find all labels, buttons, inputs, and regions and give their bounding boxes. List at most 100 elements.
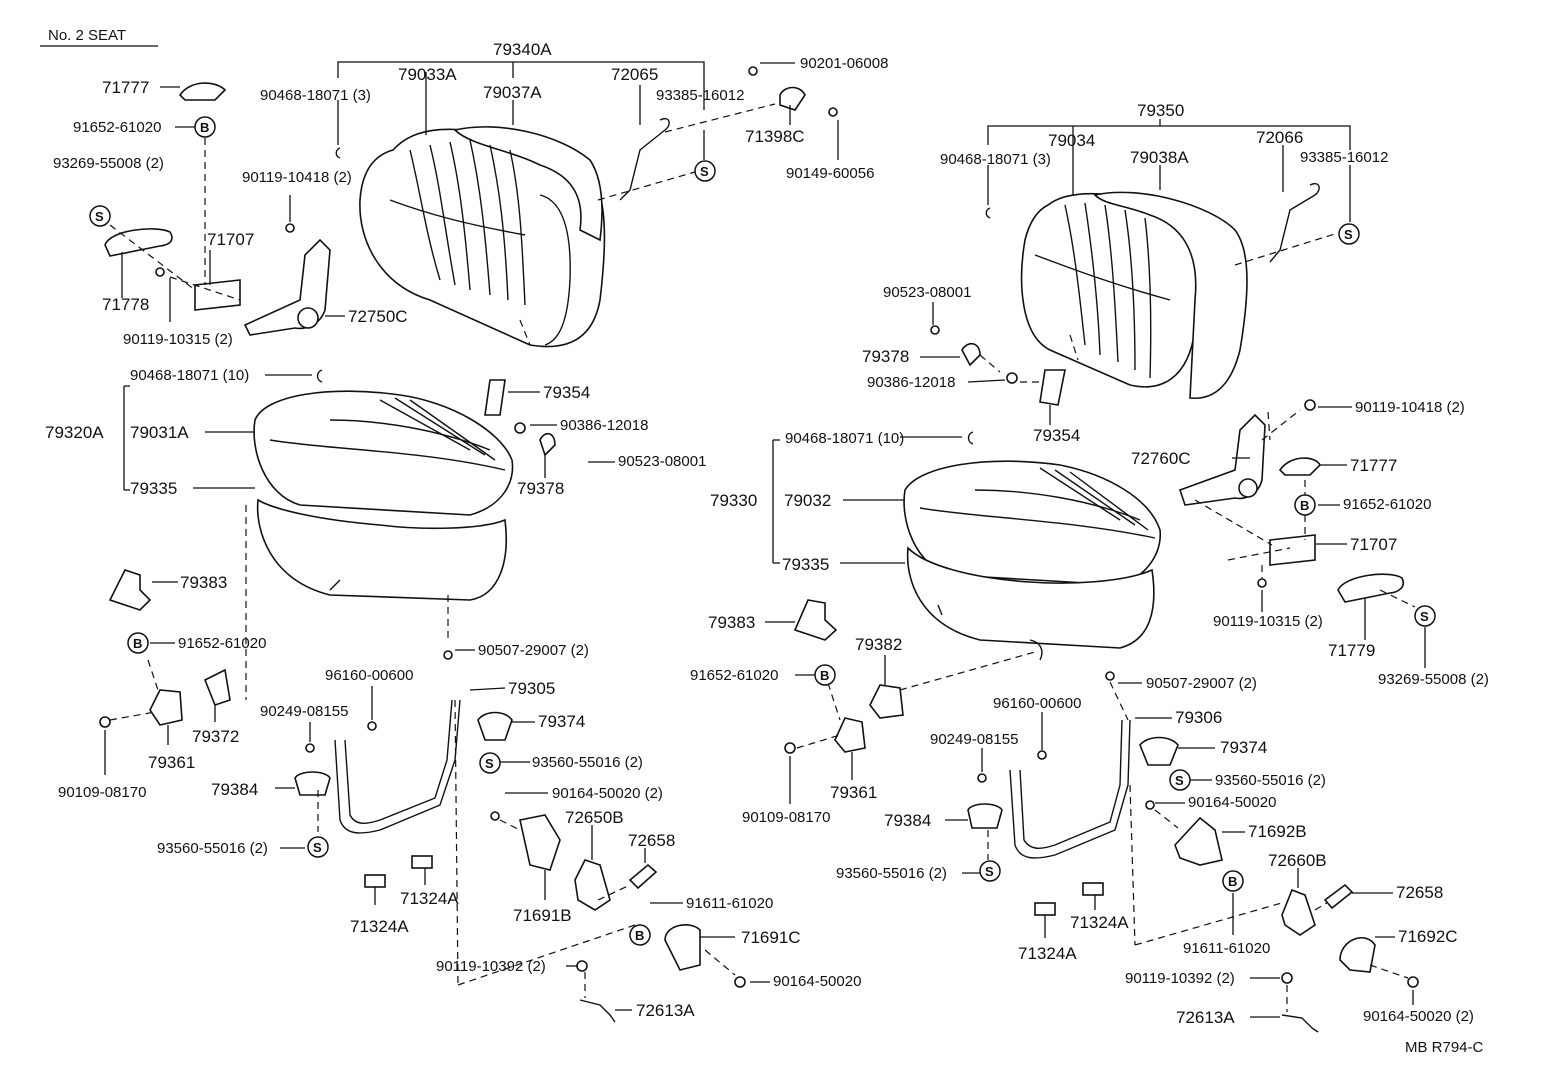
left-lock-cover-shape [519, 814, 561, 871]
right-hinge-shape [1269, 534, 1316, 566]
left-retainer-screw-label: 93560-55016 (2) [532, 754, 643, 771]
left-pin-c-label: 91611-61020 [686, 895, 773, 912]
left-cushion-cover-label: 79031A [130, 423, 189, 442]
right-pad-a-shape [1034, 902, 1056, 916]
left-symbol-s-hinge: S [89, 205, 111, 227]
svg-text:B: B [820, 668, 829, 683]
left-hinge-shape [194, 279, 241, 311]
left-hinge-bracket-shape [149, 689, 183, 726]
left-bracket-bolt-label: 90149-60056 [786, 165, 874, 182]
left-hinge-label: 71707 [207, 230, 254, 249]
right-hinge-cover-label: 71777 [1350, 456, 1397, 475]
left-backrest [359, 126, 606, 348]
right-lock-cover-label: 71692B [1248, 822, 1307, 841]
right-symbol-b-lock: B [1222, 870, 1244, 892]
left-bracket-plate-shape [779, 86, 806, 111]
left-lock-bracket-shape [579, 999, 616, 1023]
right-cover-c-shape [1339, 936, 1376, 973]
right-retainer-b-label: 79384 [884, 811, 931, 830]
left-hinge-cover-shape [178, 82, 227, 101]
left-retainer-shape [477, 711, 513, 741]
right-cushion-assy-label: 79330 [710, 491, 757, 510]
right-clip-label: 79378 [862, 347, 909, 366]
left-hinge-pin-label: 91652-61020 [73, 119, 161, 136]
right-hinge-pin-label: 91652-61020 [1343, 496, 1431, 513]
right-cushion-pad-label: 79335 [782, 555, 829, 574]
left-pad-b-shape [411, 855, 433, 869]
right-symbol-b-pin: B [814, 664, 836, 686]
right-lock-shape [1281, 888, 1316, 936]
left-pin-b-label: 91652-61020 [178, 635, 266, 652]
right-striker-shape [1323, 883, 1354, 910]
left-lock-bolt-label: 90119-10392 (2) [436, 958, 546, 975]
left-symbol-b-pin: B [127, 632, 149, 654]
left-cover-c-shape [664, 924, 701, 971]
left-hinge-bracket-bolt-label: 90109-08170 [58, 784, 146, 801]
left-lock-shape [574, 859, 611, 911]
left-backrest-assy-label: 79340A [493, 40, 552, 59]
left-striker-shape [628, 863, 658, 890]
svg-text:B: B [635, 928, 644, 943]
right-backrest [1020, 191, 1248, 400]
left-clip-shape [539, 432, 556, 457]
right-retainer-label: 79374 [1220, 738, 1267, 757]
left-bracket-a-shape [203, 668, 231, 706]
diagram-title: No. 2 SEAT [48, 27, 126, 44]
left-striker-label: 72658 [628, 831, 675, 850]
right-symbol-s-retainer: S [1169, 769, 1191, 791]
left-recliner-label: 72750C [348, 307, 408, 326]
svg-text:S: S [95, 209, 104, 224]
right-back-screw-label: 93385-16012 [1300, 149, 1388, 166]
right-hinge-bracket-bolt-label: 90109-08170 [742, 809, 830, 826]
right-backrest-assy-label: 79350 [1137, 101, 1184, 120]
right-symbol-b-hinge: B [1294, 494, 1316, 516]
right-bolt-label: 90249-08155 [930, 731, 1018, 748]
svg-text:S: S [485, 756, 494, 771]
left-hinge-bolt-a-label: 90119-10418 (2) [242, 169, 352, 186]
svg-text:S: S [700, 164, 709, 179]
right-retainer-b-screw-label: 93560-55016 (2) [836, 865, 947, 882]
left-lock-label: 72650B [565, 808, 624, 827]
left-cushion-pad-label: 79335 [130, 479, 177, 498]
left-back-cover-label: 79033A [398, 65, 457, 84]
right-pad-b-shape [1082, 882, 1104, 896]
right-cushion-cover-label: 79032 [784, 491, 831, 510]
right-pin-b-label: 91652-61020 [690, 667, 778, 684]
right-hinge-bolt-b-label: 90119-10315 (2) [1213, 613, 1323, 630]
left-hinge-cover-label: 71777 [102, 78, 149, 97]
right-hinge-bolt-a-label: 90119-10418 (2) [1355, 399, 1465, 416]
right-back-pad-label: 79038A [1130, 148, 1189, 167]
right-hinge-label: 71707 [1350, 535, 1397, 554]
right-lock-label: 72660B [1268, 851, 1327, 870]
right-hinge-screw-label: 93269-55008 (2) [1378, 671, 1489, 688]
right-retainer-shape [1139, 736, 1179, 766]
right-clip-ring-label: 90523-08001 [883, 284, 971, 301]
left-pad-b-label: 71324A [400, 889, 459, 908]
left-bolt-label: 90249-08155 [260, 703, 348, 720]
right-pad-b-label: 71324A [1070, 913, 1129, 932]
right-back-frame-label: 72066 [1256, 128, 1303, 147]
left-bracket-plate-label: 71398C [745, 127, 805, 146]
left-side-cover-shape [108, 569, 152, 611]
left-seat-parts: B S S B S S B 79340A 79033A 79037A [45, 40, 888, 1023]
svg-text:S: S [1344, 227, 1353, 242]
left-hog-ring-label: 90468-18071 (3) [260, 87, 371, 104]
left-pad-a-shape [364, 874, 386, 888]
right-hog-ring-label: 90468-18071 (3) [940, 151, 1051, 168]
left-headrest-support-shape [484, 379, 506, 416]
left-clip-label: 79378 [517, 479, 564, 498]
right-headrest-support-label: 79354 [1033, 426, 1080, 445]
left-side-cover-label: 79383 [180, 573, 227, 592]
right-lock-bracket-shape [1281, 1014, 1319, 1033]
left-grommet-label: 96160-00600 [325, 667, 413, 684]
right-hinge-cover-lower-shape [1337, 573, 1405, 603]
left-hinge-cover-lower-label: 71778 [102, 295, 149, 314]
left-back-screw-label: 93385-16012 [656, 87, 744, 104]
right-headrest-support-shape [1039, 369, 1066, 406]
right-back-frame-shape [1269, 183, 1320, 263]
left-retainer-b-label: 79384 [211, 780, 258, 799]
right-cushion-frame-label: 79306 [1175, 708, 1222, 727]
svg-text:B: B [1300, 498, 1309, 513]
left-clip-ring-label: 90523-08001 [618, 453, 706, 470]
